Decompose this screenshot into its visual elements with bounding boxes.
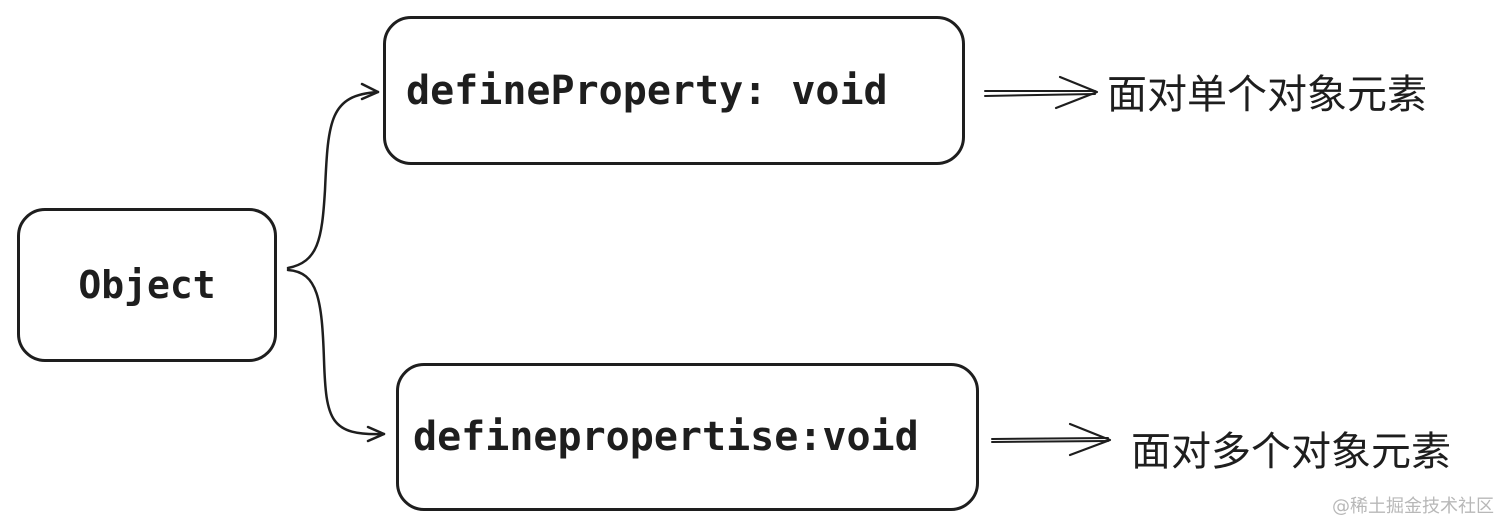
object-node: Object [17,208,277,362]
connector-to-top-branch-icon [286,90,380,270]
object-node-label: Object [78,263,216,307]
define-properties-node: definepropertise:void [396,363,979,511]
arrowhead-bottom-branch-icon [366,425,386,443]
watermark: @稀土掘金技术社区 [1332,496,1494,517]
define-property-label: defineProperty: void [406,67,888,114]
multiple-elements-description: 面对多个对象元素 [1131,429,1451,475]
description-arrow-bottom-icon [991,437,1109,443]
description-arrowhead-bottom-icon [1068,422,1112,457]
define-properties-label: definepropertise:void [413,414,919,460]
single-element-description: 面对单个对象元素 [1107,72,1427,118]
description-arrowhead-top-icon [1054,75,1099,110]
arrowhead-top-branch-icon [360,82,380,101]
description-arrow-top-icon [984,90,1096,97]
connector-to-bottom-branch-icon [286,268,386,436]
define-property-node: defineProperty: void [383,16,965,165]
